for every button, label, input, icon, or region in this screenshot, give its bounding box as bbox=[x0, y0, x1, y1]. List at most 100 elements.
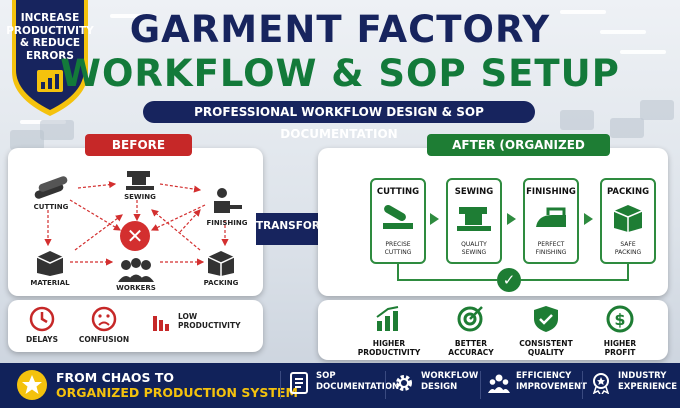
package-icon bbox=[613, 205, 643, 232]
page-title-line1: GARMENT FACTORY bbox=[129, 8, 551, 51]
result-productivity-l1: HIGHER bbox=[372, 339, 406, 348]
footer-divider bbox=[582, 371, 583, 399]
result-profit: $ HIGHER PROFIT bbox=[580, 305, 660, 357]
footer-divider bbox=[480, 371, 481, 399]
step-packing-desc1: SAFE bbox=[620, 241, 636, 248]
result-quality-l1: CONSISTENT bbox=[519, 339, 573, 348]
step-finishing-title: FINISHING bbox=[526, 187, 576, 197]
iron-icon bbox=[536, 207, 566, 227]
productivity-badge: INCREASE PRODUCTIVITY & REDUCE ERRORS bbox=[6, 0, 94, 118]
footer-item-industry: INDUSTRY EXPERIENCE bbox=[590, 371, 678, 394]
step-finishing: FINISHING PERFECT FINISHING bbox=[523, 178, 579, 264]
step-cutting: CUTTING PRECISE CUTTING bbox=[370, 178, 426, 264]
footer-item-workflow-l1: WORKFLOW bbox=[421, 371, 479, 381]
node-material-label: MATERIAL bbox=[30, 279, 70, 287]
subtitle-banner: PROFESSIONAL WORKFLOW DESIGN & SOP DOCUM… bbox=[143, 101, 535, 141]
node-packing-label: PACKING bbox=[203, 279, 239, 287]
node-sewing: SEWING bbox=[117, 167, 163, 201]
declining-chart-icon bbox=[153, 316, 169, 331]
footer-bar: FROM CHAOS TO ORGANIZED PRODUCTION SYSTE… bbox=[0, 363, 680, 408]
footer-divider bbox=[385, 371, 386, 399]
result-quality: CONSISTENT QUALITY bbox=[506, 305, 586, 357]
step-cutting-desc2: CUTTING bbox=[384, 249, 412, 256]
issue-confusion: CONFUSION bbox=[76, 306, 132, 344]
step-packing: PACKING SAFE PACKING bbox=[600, 178, 656, 264]
footer-item-sop-l2: DOCUMENTATION bbox=[316, 382, 400, 392]
step-arrow-2 bbox=[507, 213, 516, 225]
worker-ironing-icon bbox=[214, 188, 242, 213]
fabric-cutting-icon bbox=[383, 205, 413, 229]
clock-icon bbox=[29, 306, 55, 332]
shield-check-icon bbox=[534, 306, 558, 332]
step-sewing-desc1: QUALITY bbox=[461, 241, 487, 248]
result-quality-l2: QUALITY bbox=[527, 348, 565, 357]
step-arrow-3 bbox=[584, 213, 593, 225]
result-productivity: HIGHER PRODUCTIVITY bbox=[349, 305, 429, 357]
x-icon: ✕ bbox=[120, 221, 150, 251]
badge-line4: ERRORS bbox=[26, 49, 74, 62]
step-packing-title: PACKING bbox=[606, 187, 650, 197]
node-sewing-label: SEWING bbox=[124, 193, 156, 201]
fabric-rolls-icon bbox=[34, 176, 68, 199]
gear-icon bbox=[396, 375, 412, 391]
result-accuracy: BETTER ACCURACY bbox=[431, 305, 511, 357]
footer-item-efficiency-l2: IMPROVEMENT bbox=[516, 382, 587, 392]
result-productivity-l2: PRODUCTIVITY bbox=[357, 348, 421, 357]
award-icon bbox=[592, 373, 610, 394]
step-cutting-title: CUTTING bbox=[376, 187, 420, 197]
sad-face-icon bbox=[91, 306, 117, 332]
footer-item-workflow-l2: DESIGN bbox=[421, 382, 458, 392]
svg-text:$: $ bbox=[614, 310, 625, 329]
document-list-icon bbox=[290, 372, 308, 394]
issue-confusion-label: CONFUSION bbox=[78, 335, 130, 344]
issue-low-label-2: PRODUCTIVITY bbox=[178, 321, 241, 330]
badge-line1: INCREASE bbox=[20, 12, 80, 24]
dollar-icon: $ bbox=[606, 305, 634, 333]
step-packing-desc2: PACKING bbox=[614, 249, 642, 256]
issue-low-label-1: LOW bbox=[178, 312, 198, 321]
page-title-line2: WORKFLOW & SOP SETUP bbox=[60, 52, 620, 95]
footer-item-efficiency-l1: EFFICIENCY bbox=[516, 371, 572, 381]
result-profit-l1: HIGHER bbox=[603, 339, 637, 348]
node-workers: WORKERS bbox=[112, 258, 160, 292]
footer-item-efficiency: EFFICIENCY IMPROVEMENT bbox=[488, 371, 587, 393]
sewing-machine-green-icon bbox=[457, 207, 491, 231]
after-results-panel bbox=[318, 300, 668, 360]
team-icon bbox=[488, 374, 510, 393]
step-sewing: SEWING QUALITY SEWING bbox=[446, 178, 502, 264]
step-arrow-1 bbox=[430, 213, 439, 225]
footer-item-sop: SOP DOCUMENTATION bbox=[288, 371, 400, 394]
star-medal-icon bbox=[17, 370, 47, 400]
bar-chart-icon bbox=[37, 70, 63, 92]
node-cutting: CUTTING bbox=[28, 175, 74, 211]
footer-item-industry-l1: INDUSTRY bbox=[618, 371, 667, 381]
step-sewing-desc2: SEWING bbox=[461, 249, 487, 256]
badge-line2: PRODUCTIVITY bbox=[6, 24, 94, 37]
footer-divider bbox=[280, 371, 281, 399]
footer-slogan-line1: FROM CHAOS TO bbox=[56, 370, 175, 385]
step-cutting-desc1: PRECISE bbox=[385, 241, 411, 248]
footer-item-workflow: WORKFLOW DESIGN bbox=[393, 371, 478, 393]
issue-low-productivity: LOW PRODUCTIVITY bbox=[152, 312, 252, 331]
node-finishing-label: FINISHING bbox=[206, 219, 248, 227]
node-cutting-label: CUTTING bbox=[33, 203, 69, 211]
node-workers-label: WORKERS bbox=[116, 284, 156, 292]
step-sewing-title: SEWING bbox=[454, 187, 494, 197]
growth-chart-icon bbox=[376, 306, 399, 331]
footer-slogan-line2: ORGANIZED PRODUCTION SYSTEM bbox=[56, 385, 298, 400]
result-accuracy-l1: BETTER bbox=[454, 339, 488, 348]
workers-icon bbox=[118, 258, 154, 282]
target-icon bbox=[457, 306, 483, 332]
issue-delays-label: DELAYS bbox=[25, 335, 59, 344]
after-tag: AFTER (ORGANIZED SYSTEM) bbox=[427, 134, 610, 174]
step-finishing-desc1: PERFECT bbox=[537, 241, 565, 248]
before-tag: BEFORE (CHAOS) bbox=[85, 134, 192, 174]
badge-line3: & REDUCE bbox=[19, 37, 81, 49]
footer-item-sop-l1: SOP bbox=[316, 371, 336, 381]
node-packing: PACKING bbox=[199, 249, 243, 287]
sewing-machine-icon bbox=[126, 171, 154, 190]
footer-item-industry-l2: EXPERIENCE bbox=[618, 382, 678, 392]
node-material: MATERIAL bbox=[28, 249, 72, 287]
material-box-icon bbox=[36, 251, 64, 276]
node-finishing: FINISHING bbox=[203, 187, 251, 227]
